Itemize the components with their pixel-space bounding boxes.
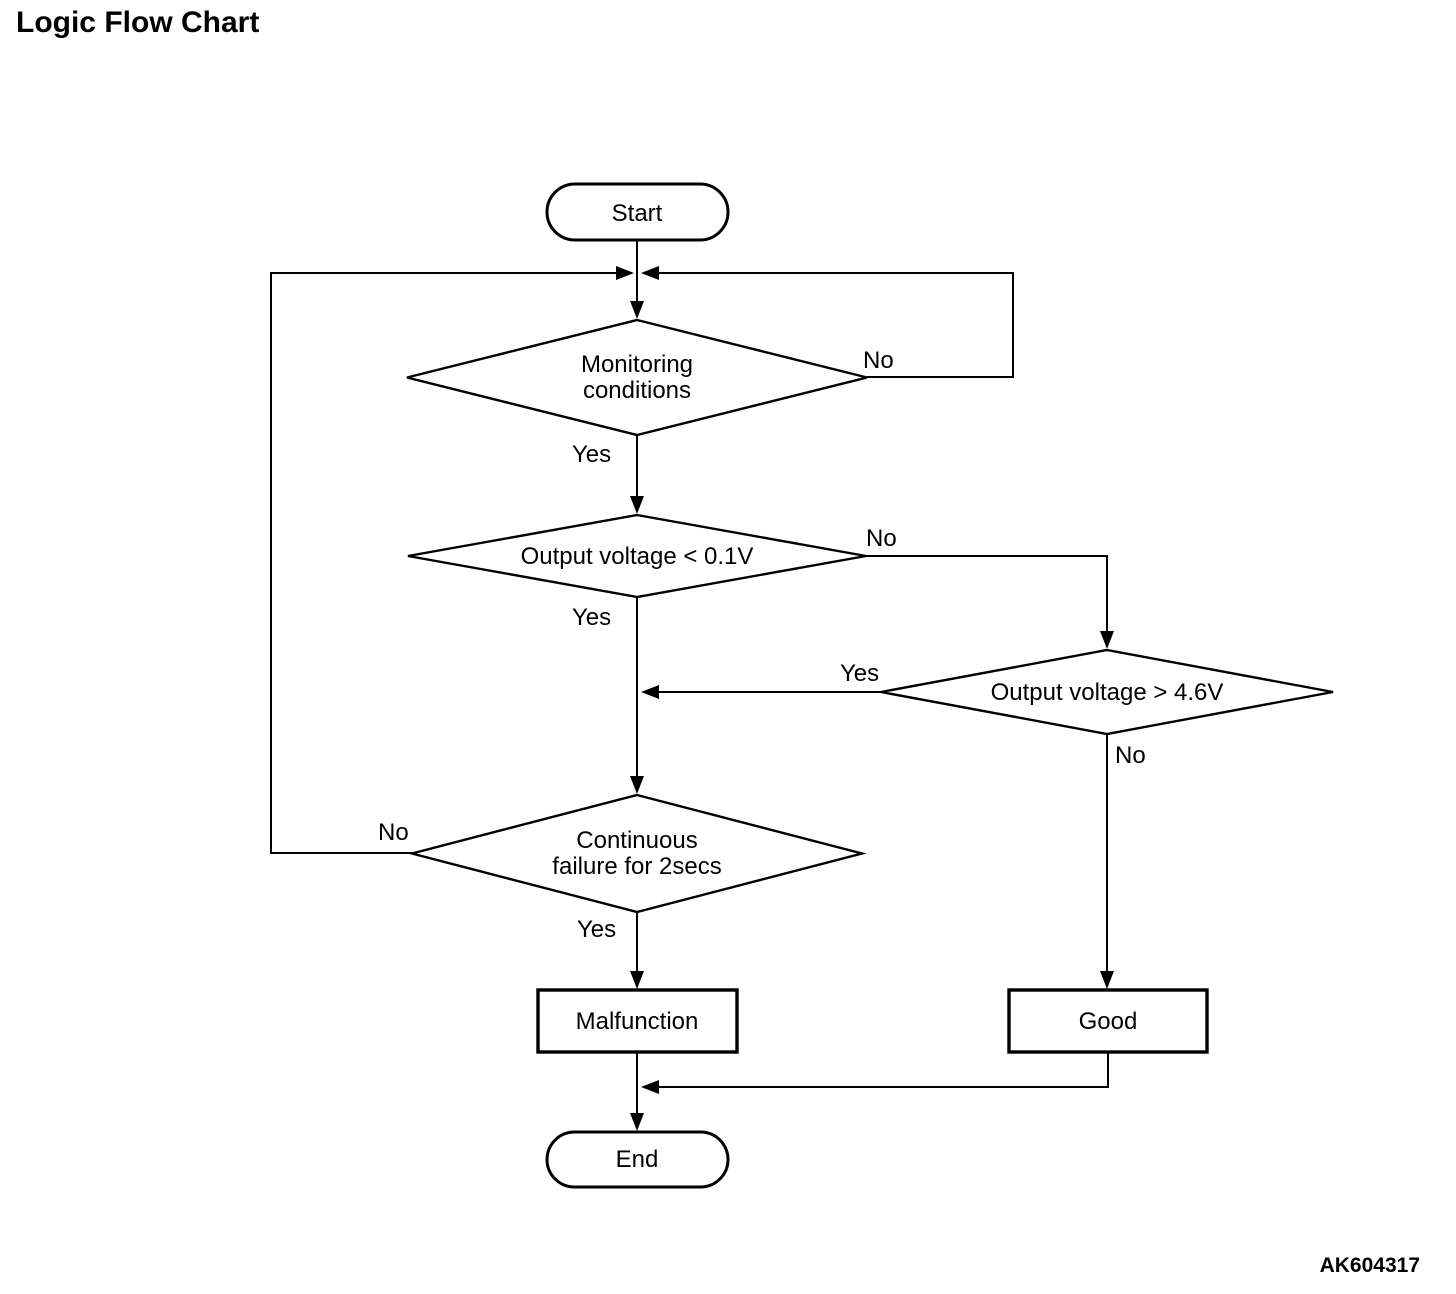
edge-label-output-high-no: No [1115,742,1146,769]
arrowhead-down-icon [630,1113,644,1131]
output-voltage-high-decision: Output voltage > 4.6V [880,648,1334,736]
arrowhead-down-icon [630,496,644,514]
arrowhead-down-icon [1100,971,1114,989]
arrowhead-down-icon [630,776,644,794]
output-voltage-low-label: Output voltage < 0.1V [521,543,754,570]
continuous-failure-label-line2: failure for 2secs [552,853,721,880]
malfunction-node-label: Malfunction [576,1008,699,1035]
edges [270,240,1114,1131]
edge-label-output-high-yes: Yes [840,660,879,687]
monitoring-conditions-label-line1: Monitoring [581,351,693,378]
edge-label-monitoring-no: No [863,347,894,374]
good-node-label: Good [1079,1008,1138,1035]
continuous-failure-label-line1: Continuous [576,827,697,854]
edge-label-monitoring-yes: Yes [572,441,611,468]
end-node: End [545,1130,730,1189]
start-node-shape [545,182,730,242]
start-node-label: Start [612,200,663,227]
edge-monitoring-no-loop [658,272,1014,378]
figure-id: AK604317 [1319,1254,1420,1277]
edge-label-output-low-yes: Yes [572,604,611,631]
edge-label-continuous-no: No [378,819,409,846]
end-node-shape [545,1130,730,1189]
output-voltage-low-decision: Output voltage < 0.1V [407,513,867,599]
edge-good-merge [659,1052,1109,1088]
arrowhead-left-icon [641,266,659,280]
monitoring-conditions-shape [406,318,868,437]
arrowhead-right-icon [616,266,634,280]
output-voltage-high-shape [880,648,1334,736]
monitoring-conditions-label-line2: conditions [583,377,691,404]
malfunction-node: Malfunction [536,988,739,1054]
arrowhead-down-icon [630,971,644,989]
continuous-failure-decision: Continuous failure for 2secs [407,793,867,914]
good-node: Good [1007,988,1209,1054]
arrowhead-down-icon [1100,631,1114,649]
arrowhead-left-icon [641,1080,659,1094]
edge-output-low-no [866,555,1108,632]
page-title: Logic Flow Chart [16,6,260,39]
output-voltage-low-shape [407,513,867,599]
edge-continuous-no-loop [270,272,617,854]
arrowhead-left-icon [641,685,659,699]
edge-labels: No Yes No Yes Yes No No Yes [378,347,1146,943]
continuous-failure-shape [407,793,867,914]
good-node-shape [1007,988,1209,1054]
edge-label-output-low-no: No [866,525,897,552]
malfunction-node-shape [536,988,739,1054]
arrowhead-down-icon [630,301,644,319]
output-voltage-high-label: Output voltage > 4.6V [991,679,1224,706]
monitoring-conditions-decision: Monitoring conditions [406,318,868,437]
end-node-label: End [616,1146,659,1173]
start-node: Start [545,182,730,242]
edge-label-continuous-yes: Yes [577,916,616,943]
